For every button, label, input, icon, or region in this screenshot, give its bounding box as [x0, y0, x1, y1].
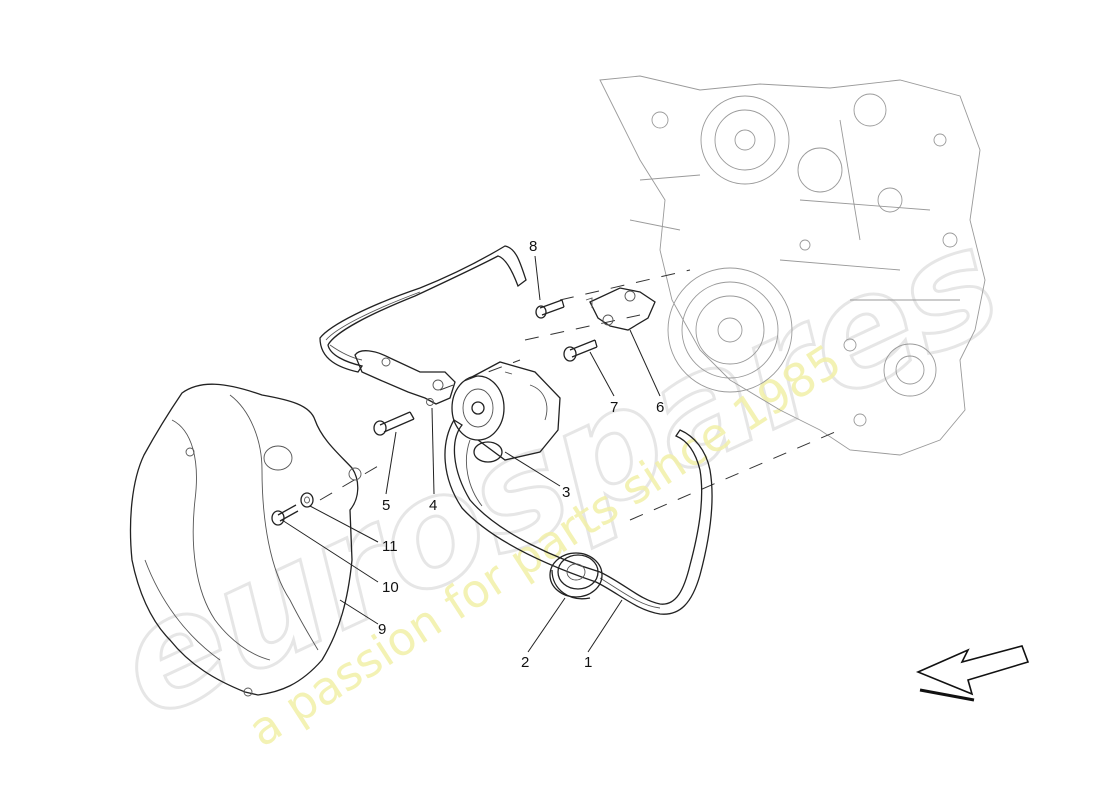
- accessory-drive-belt-upper: [319, 245, 527, 373]
- bolt-8: [535, 299, 565, 319]
- callout-2: 2: [521, 654, 529, 671]
- watermark-logo: eurospares: [92, 194, 1025, 753]
- callout-9: 9: [378, 621, 386, 638]
- washer-11: [300, 492, 314, 508]
- callout-6: 6: [656, 399, 664, 416]
- callout-1: 1: [584, 654, 592, 671]
- arrow-icon: [915, 645, 1030, 702]
- tensioner-bracket: [354, 350, 456, 406]
- belt-tensioner: [451, 361, 561, 463]
- callout-10: 10: [382, 579, 399, 596]
- leader-lines: [281, 255, 661, 653]
- bracket-clamp: [585, 287, 656, 331]
- engine-block: [599, 75, 986, 456]
- belt-cover: [129, 383, 362, 697]
- bolt-7: [563, 339, 598, 362]
- callouts: 1 2 3 4 5 6 7 8 9 10 11: [378, 238, 664, 671]
- callout-3: 3: [562, 484, 570, 501]
- accessory-drive-belt: [444, 419, 713, 615]
- bolt-5: [373, 411, 415, 436]
- watermark: eurospares a passion for parts since 198…: [90, 193, 1026, 758]
- callout-7: 7: [610, 399, 618, 416]
- callout-4: 4: [429, 497, 437, 514]
- callout-5: 5: [382, 497, 390, 514]
- screw-10: [271, 504, 299, 526]
- callout-11: 11: [382, 538, 398, 555]
- alignment-lines: [319, 269, 836, 521]
- callout-8: 8: [529, 238, 537, 255]
- idler-pulley: [549, 552, 603, 600]
